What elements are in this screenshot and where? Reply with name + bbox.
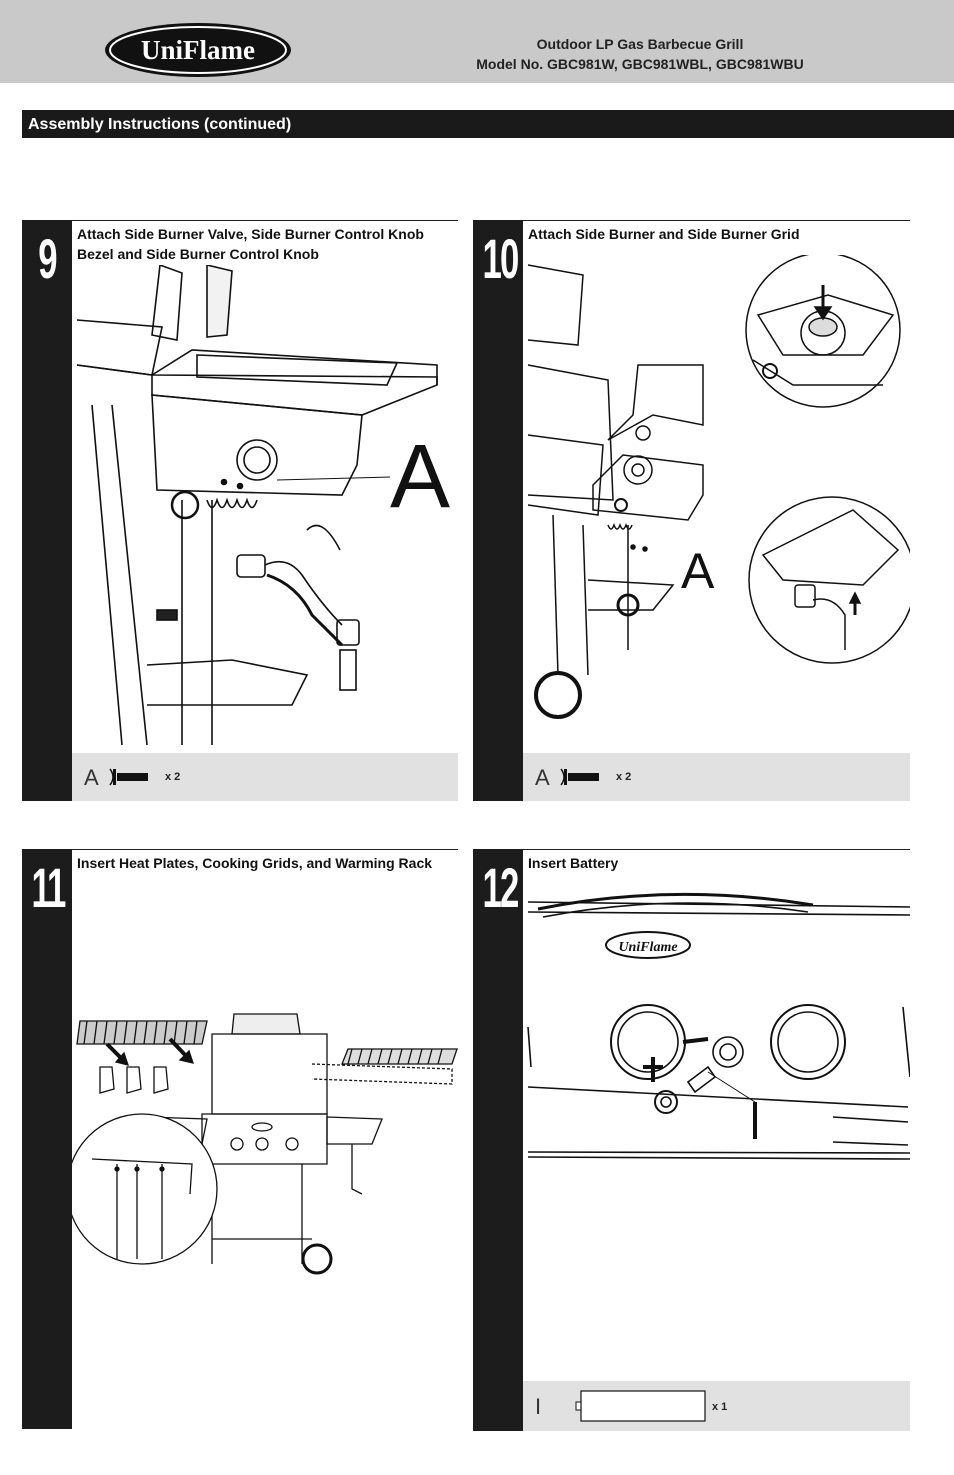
step-number-column: 11 [22,849,72,1429]
document-title: Outdoor LP Gas Barbecue Grill Model No. … [476,36,804,72]
step-number-column: 10 [473,220,523,801]
parts-list: I x 1 [523,1381,910,1431]
uniflame-logo: UniFlame [105,23,291,77]
step-title: Attach Side Burner and Side Burner Grid [528,226,800,242]
svg-text:UniFlame: UniFlame [618,940,677,955]
parts-list: A x 2 [72,753,458,801]
parts-list: A x 2 [523,753,910,801]
heat-plates-grids-illustration [72,1013,458,1275]
side-burner-valve-illustration [76,265,438,746]
page-header: UniFlame Outdoor LP Gas Barbecue Grill M… [0,0,954,83]
step-number: 10 [482,227,520,290]
step-number-column: 12 [473,849,523,1431]
step-number-column: 9 [22,220,72,801]
side-burner-grid-illustration [527,255,910,719]
section-heading: Assembly Instructions (continued) [22,110,954,138]
battery-icon [575,1390,706,1422]
screw-icon [109,768,148,786]
step-10: 10 Attach Side Burner and Side Burner Gr… [473,220,910,801]
step-number: 9 [38,227,57,290]
step-number: 11 [31,856,67,919]
step-title: Insert Battery [528,855,619,871]
step-12: 12 Insert Battery UniFlame I [473,849,910,1431]
step-9: 9 Attach Side Burner Valve, Side Burner … [22,220,458,801]
screw-icon [560,768,599,786]
step-number: 12 [482,856,520,919]
step-title: Attach Side Burner Valve, Side Burner Co… [77,226,424,262]
callout-letter-a: A [681,543,715,599]
svg-text:UniFlame: UniFlame [141,35,255,65]
step-title: Insert Heat Plates, Cooking Grids, and W… [77,855,433,871]
insert-battery-illustration: UniFlame [527,892,910,1160]
step-11: 11 Insert Heat Plates, Cooking Grids, an… [22,849,458,1429]
callout-letter-a: A [390,427,451,527]
